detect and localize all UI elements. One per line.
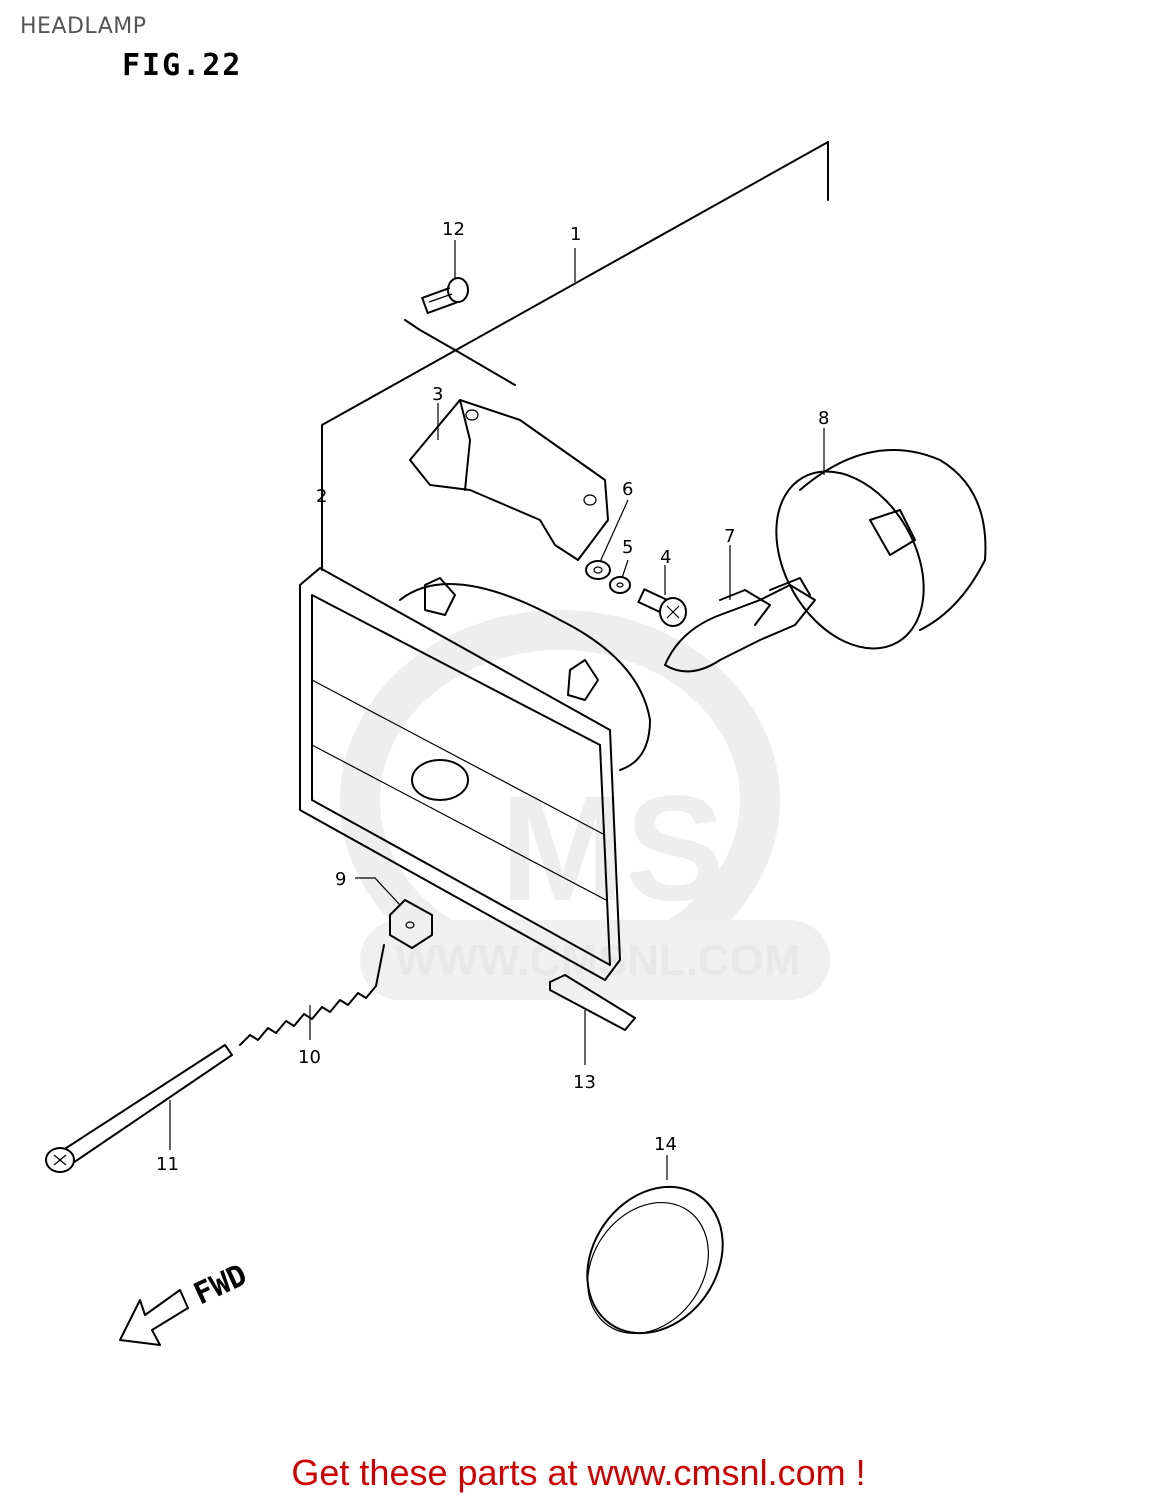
callout-numbers: 1 2 3 4 5 6 7 8 9 10 11 12 13 14 (156, 219, 829, 1175)
callout-2: 2 (316, 486, 327, 507)
bracket-3 (409, 399, 609, 561)
fwd-label: FWD (189, 1258, 253, 1313)
leader-lines (169, 240, 825, 1180)
bulb-7 (664, 577, 816, 673)
callout-3: 3 (432, 384, 443, 405)
callout-7: 7 (724, 526, 735, 547)
callout-13: 13 (573, 1072, 596, 1093)
spring-10 (239, 944, 385, 1046)
callout-11: 11 (156, 1154, 179, 1175)
pad-13 (549, 974, 636, 1031)
clip-9 (389, 899, 433, 949)
callout-8: 8 (818, 408, 829, 429)
callout-14: 14 (654, 1134, 677, 1155)
callout-12: 12 (442, 219, 465, 240)
page-title: HEADLAMP (20, 14, 147, 39)
watermark-url: WWW.CMSNL.COM (395, 936, 801, 985)
headlamp-unit-2 (299, 567, 651, 981)
callout-9: 9 (335, 869, 346, 890)
callout-10: 10 (298, 1047, 321, 1068)
socket-cover-8 (775, 449, 987, 650)
callout-1: 1 (570, 224, 581, 245)
callout-5: 5 (622, 537, 633, 558)
cta-link[interactable]: Get these parts at www.cmsnl.com ! (291, 1452, 866, 1493)
washer-6 (585, 560, 611, 580)
fwd-arrow: FWD (119, 1258, 253, 1346)
washer-5 (609, 576, 631, 594)
reflector-14 (586, 1185, 724, 1335)
screw-4 (637, 587, 687, 627)
callout-6: 6 (622, 479, 633, 500)
callout-4: 4 (660, 547, 671, 568)
figure-label: FIG.22 (122, 48, 243, 83)
bolt-12 (420, 277, 469, 315)
screw-11 (45, 1044, 233, 1173)
assembly-boundary (321, 141, 829, 571)
